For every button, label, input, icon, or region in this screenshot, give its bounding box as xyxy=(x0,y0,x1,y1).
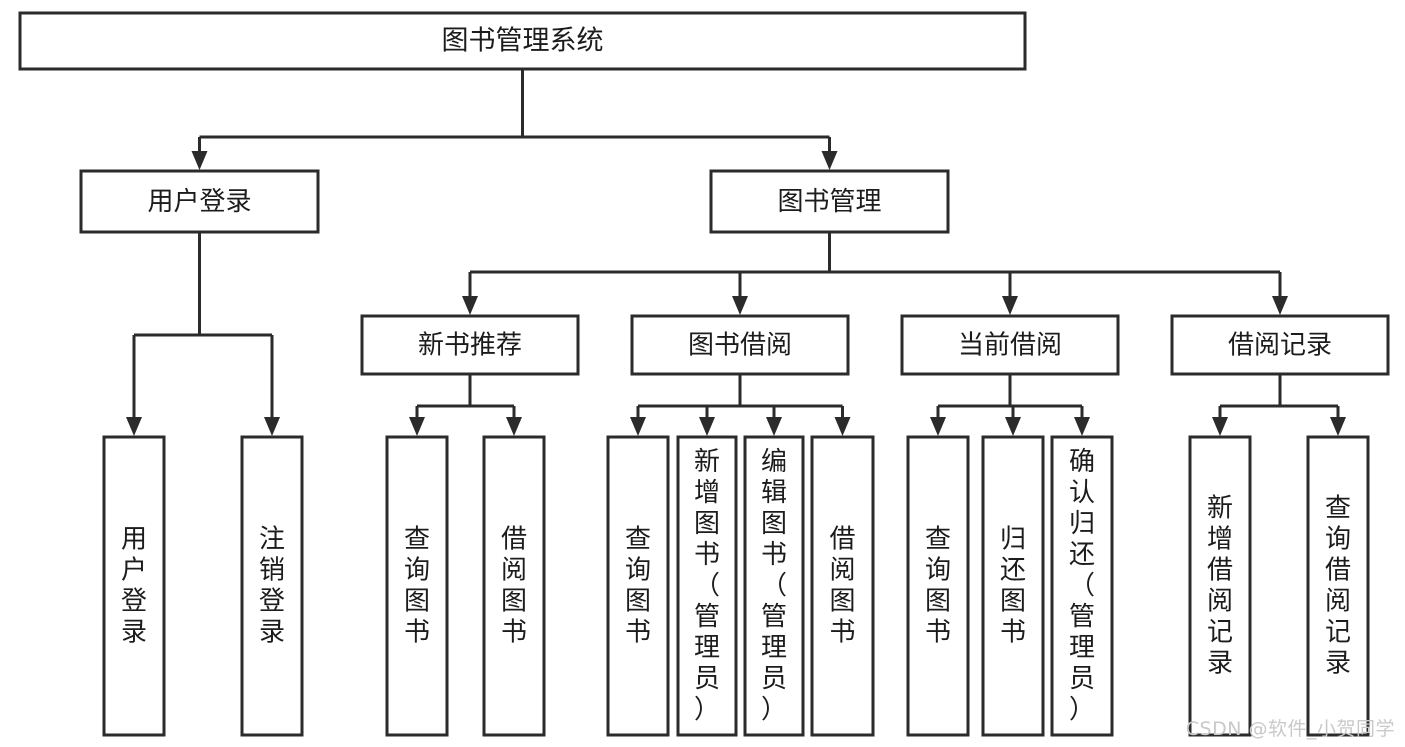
node-label: 用户登录 xyxy=(121,524,147,647)
node-box xyxy=(676,435,738,737)
node-leaf-bb-add[interactable]: 新增图书（管理员） xyxy=(676,435,738,737)
node-label: 图书管理 xyxy=(777,187,881,217)
node-leaf-cb-confirm[interactable]: 确认归还（管理员） xyxy=(1050,435,1114,737)
node-box xyxy=(1306,435,1370,737)
node-box xyxy=(482,435,546,737)
arrow-head-icon xyxy=(1005,417,1021,436)
node-leaf-user-login[interactable]: 用户登录 xyxy=(102,435,166,737)
node-box xyxy=(79,169,320,234)
node-box xyxy=(102,435,166,737)
node-box xyxy=(906,435,970,737)
node-leaf-br-query[interactable]: 查询借阅记录 xyxy=(1306,435,1370,737)
node-leaf-bb-query[interactable]: 查询图书 xyxy=(606,435,670,737)
node-box xyxy=(810,435,875,737)
node-leaf-br-add[interactable]: 新增借阅记录 xyxy=(1188,435,1252,737)
node-box xyxy=(240,435,304,737)
node-book-manage[interactable]: 图书管理 xyxy=(709,169,950,234)
arrow-head-icon xyxy=(630,417,646,436)
node-label: 归还图书 xyxy=(1000,524,1026,647)
arrow-head-icon xyxy=(699,417,715,436)
arrow-head-icon xyxy=(126,417,142,436)
node-label: 查询图书 xyxy=(625,524,651,647)
node-label: 图书管理系统 xyxy=(442,26,604,57)
node-box xyxy=(900,314,1120,376)
node-label: 确认归还（管理员） xyxy=(1069,447,1095,725)
node-leaf-cb-query[interactable]: 查询图书 xyxy=(906,435,970,737)
node-label: 注销登录 xyxy=(259,524,285,647)
arrow-head-icon xyxy=(462,296,478,315)
arrow-head-icon xyxy=(1330,417,1346,436)
node-label: 借阅图书 xyxy=(829,524,855,647)
node-box xyxy=(385,435,449,737)
node-label: 查询借阅记录 xyxy=(1325,493,1351,678)
nodes-layer: 图书管理系统用户登录图书管理新书推荐图书借阅当前借阅借阅记录用户登录注销登录查询… xyxy=(18,11,1390,737)
node-root[interactable]: 图书管理系统 xyxy=(18,11,1027,71)
node-label: 新增借阅记录 xyxy=(1207,493,1233,678)
arrow-head-icon xyxy=(732,296,748,315)
node-new-book-rec[interactable]: 新书推荐 xyxy=(360,314,580,376)
node-box xyxy=(1188,435,1252,737)
arrow-head-icon xyxy=(766,417,782,436)
node-current-borrow[interactable]: 当前借阅 xyxy=(900,314,1120,376)
arrow-head-icon xyxy=(191,151,208,170)
node-leaf-rec-borrow[interactable]: 借阅图书 xyxy=(482,435,546,737)
node-label: 当前借阅 xyxy=(958,331,1062,361)
node-box xyxy=(606,435,670,737)
node-box xyxy=(360,314,580,376)
node-box xyxy=(1050,435,1114,737)
node-label: 查询图书 xyxy=(925,524,951,647)
node-box xyxy=(630,314,850,376)
node-label: 图书借阅 xyxy=(688,331,792,361)
arrow-head-icon xyxy=(821,151,838,170)
node-label: 借阅图书 xyxy=(501,524,527,647)
node-box xyxy=(1170,314,1390,376)
node-book-borrow[interactable]: 图书借阅 xyxy=(630,314,850,376)
edges-layer xyxy=(126,69,1346,436)
arrow-head-icon xyxy=(1002,296,1018,315)
node-borrow-record[interactable]: 借阅记录 xyxy=(1170,314,1390,376)
arrow-head-icon xyxy=(930,417,946,436)
csdn-watermark: CSDN @软件_小贺同学 xyxy=(1185,718,1395,740)
arrow-head-icon xyxy=(264,417,280,436)
node-label: 编辑图书（管理员） xyxy=(761,447,787,725)
node-leaf-user-logout[interactable]: 注销登录 xyxy=(240,435,304,737)
node-leaf-rec-query[interactable]: 查询图书 xyxy=(385,435,449,737)
node-user-login[interactable]: 用户登录 xyxy=(79,169,320,234)
node-leaf-bb-borrow[interactable]: 借阅图书 xyxy=(810,435,875,737)
node-box xyxy=(981,435,1045,737)
arrow-head-icon xyxy=(506,417,522,436)
node-label: 新书推荐 xyxy=(418,331,522,361)
arrow-head-icon xyxy=(409,417,425,436)
node-leaf-bb-edit[interactable]: 编辑图书（管理员） xyxy=(743,435,805,737)
node-label: 借阅记录 xyxy=(1228,331,1332,361)
node-label: 查询图书 xyxy=(404,524,430,647)
node-box xyxy=(18,11,1027,71)
node-label: 用户登录 xyxy=(147,187,251,217)
node-label: 新增图书（管理员） xyxy=(694,447,720,725)
arrow-head-icon xyxy=(834,417,851,436)
node-box xyxy=(709,169,950,234)
arrow-head-icon xyxy=(1074,417,1090,436)
arrow-head-icon xyxy=(1212,417,1228,436)
arrow-head-icon xyxy=(1272,296,1288,315)
node-box xyxy=(743,435,805,737)
node-leaf-cb-return[interactable]: 归还图书 xyxy=(981,435,1045,737)
